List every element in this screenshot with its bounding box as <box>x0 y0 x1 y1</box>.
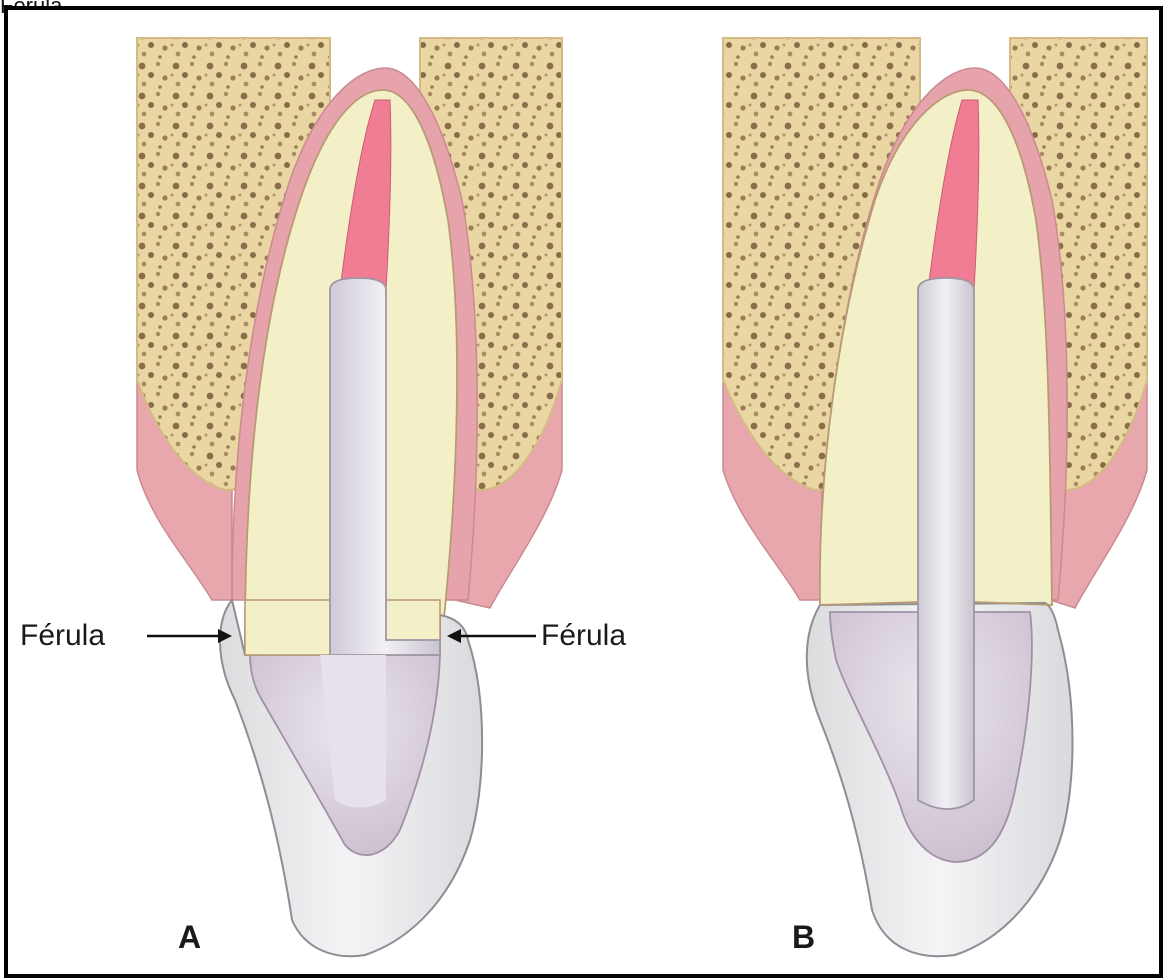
ferrule-label-left: Férula <box>20 619 105 652</box>
panel-letter-a: A <box>178 919 201 955</box>
panel-letter-b: B <box>792 919 815 955</box>
post <box>918 278 974 809</box>
panel-b: B <box>723 38 1147 956</box>
ferrule-label-right: Férula <box>541 619 626 652</box>
panel-a: Férula Férula A <box>20 38 626 956</box>
